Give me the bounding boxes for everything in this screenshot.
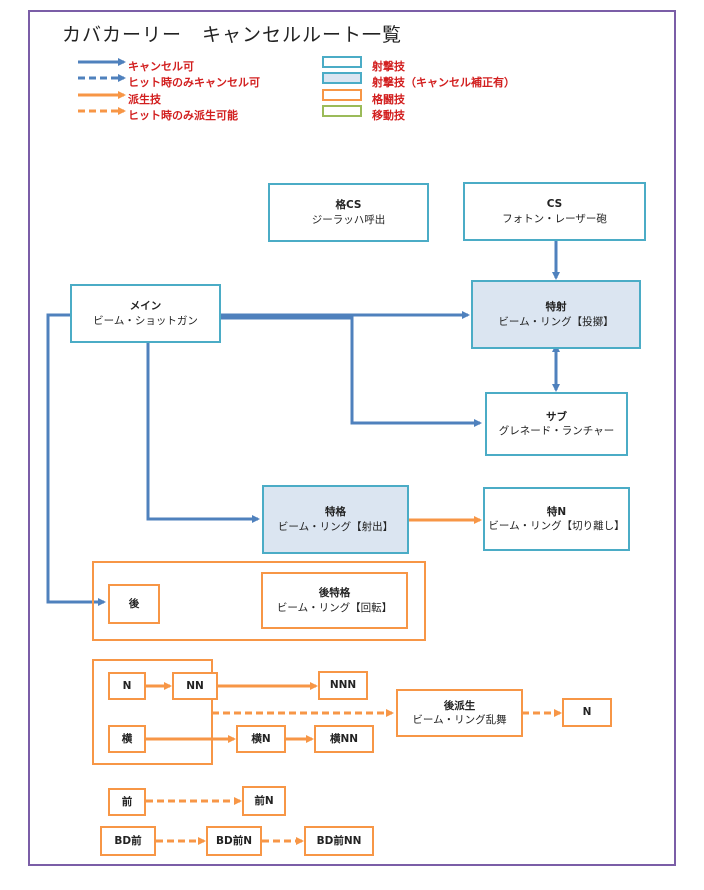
legend-shoot-corr: 射撃技（キャンセル補正有） xyxy=(372,76,515,89)
node-toku-n-name: 特N xyxy=(546,505,567,518)
node-cs: CS フォトン・レーザー砲 xyxy=(463,182,646,241)
node-tokusha-sub: ビーム・リング【投擲】 xyxy=(498,315,614,328)
node-ushiro-ha-name: 後派生 xyxy=(443,699,476,712)
node-ha-n: N xyxy=(562,698,612,727)
node-cs-sub: フォトン・レーザー砲 xyxy=(502,212,607,225)
node-mae-n: 前N xyxy=(242,786,286,816)
node-kaku-cs: 格CS ジーラッハ呼出 xyxy=(268,183,429,242)
legend-shoot-swatch xyxy=(322,56,362,68)
node-yoko-nn: 横NN xyxy=(314,725,374,753)
legend-hit-derive: ヒット時のみ派生可能 xyxy=(128,109,238,122)
node-main-name: メイン xyxy=(129,300,162,313)
legend-shoot-corr-swatch xyxy=(322,72,362,84)
arrow-main-ushiro xyxy=(46,313,106,606)
legend-derive: 派生技 xyxy=(128,93,161,106)
node-cs-name: CS xyxy=(546,198,563,211)
node-main-sub: ビーム・ショットガン xyxy=(93,314,198,327)
node-nn: NN xyxy=(172,672,218,700)
node-mae: 前 xyxy=(108,788,146,816)
node-bd-mae-nn: BD前NN xyxy=(304,826,374,856)
node-tokukaku-sub: ビーム・リング【射出】 xyxy=(277,520,394,533)
node-ushiro-toku: 後特格 ビーム・リング【回転】 xyxy=(261,572,408,629)
node-tokukaku-name: 特格 xyxy=(325,506,346,519)
diagram-frame xyxy=(28,10,676,866)
legend-cancel: キャンセル可 xyxy=(128,60,194,73)
node-ushiro-toku-sub: ビーム・リング【回転】 xyxy=(276,601,393,614)
arrow-main-tokukaku xyxy=(146,342,260,523)
node-tokusha: 特射 ビーム・リング【投擲】 xyxy=(471,280,641,349)
arrow-main-sub xyxy=(220,316,482,427)
node-ushiro-ha-sub: ビーム・リング乱舞 xyxy=(412,714,507,726)
node-yoko: 横 xyxy=(108,725,146,753)
node-kaku-cs-name: 格CS xyxy=(335,199,362,212)
node-main: メイン ビーム・ショットガン xyxy=(70,284,221,343)
node-ushiro: 後 xyxy=(108,584,160,624)
node-sub: サブ グレネード・ランチャー xyxy=(485,392,628,456)
legend-move-swatch xyxy=(322,105,362,117)
legend-shoot: 射撃技 xyxy=(372,60,405,73)
page-title: カバカーリー キャンセルルート一覧 xyxy=(62,24,403,46)
legend-move: 移動技 xyxy=(372,109,405,122)
node-tokusha-name: 特射 xyxy=(545,301,567,314)
group-n-yoko xyxy=(92,659,213,765)
group-ushiro xyxy=(92,561,426,641)
node-yoko-n: 横N xyxy=(236,725,286,753)
node-kaku-cs-sub: ジーラッハ呼出 xyxy=(311,213,386,226)
node-nnn: NNN xyxy=(318,671,368,700)
node-sub-sub: グレネード・ランチャー xyxy=(498,425,615,437)
node-n: N xyxy=(108,672,146,700)
node-ushiro-ha: 後派生 ビーム・リング乱舞 xyxy=(396,689,523,737)
node-ushiro-toku-name: 後特格 xyxy=(318,587,351,600)
node-sub-name: サブ xyxy=(546,410,567,423)
legend-melee: 格闘技 xyxy=(372,93,405,106)
node-bd-mae-n: BD前N xyxy=(206,826,262,856)
node-tokukaku: 特格 ビーム・リング【射出】 xyxy=(262,485,409,554)
node-toku-n: 特N ビーム・リング【切り離し】 xyxy=(483,487,630,551)
node-bd-mae: BD前 xyxy=(100,826,156,856)
node-toku-n-sub: ビーム・リング【切り離し】 xyxy=(488,520,625,532)
legend-hit-cancel: ヒット時のみキャンセル可 xyxy=(128,76,260,89)
legend-melee-swatch xyxy=(322,89,362,101)
